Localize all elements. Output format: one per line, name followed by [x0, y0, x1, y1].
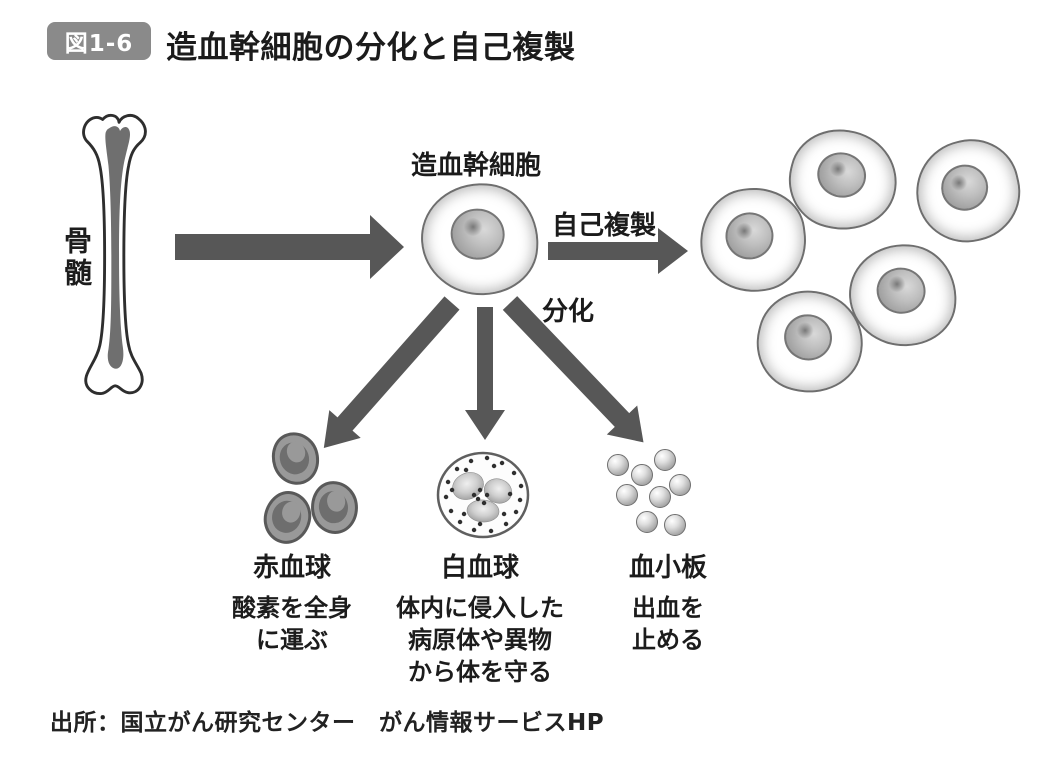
- self-replication-label: 自己複製: [552, 211, 657, 241]
- cell-type-name: 血小板: [628, 553, 707, 583]
- differentiation-arrow-middle: [465, 307, 505, 440]
- red-blood-cell-caption: 赤血球 酸素を全身 に運ぶ: [222, 547, 362, 656]
- cell-nucleus: [812, 147, 871, 203]
- cell-type-description-line: 体内に侵入した: [396, 594, 564, 622]
- wbc-nucleus-lobe: [466, 499, 500, 523]
- cell-nucleus: [873, 264, 929, 317]
- red-blood-cell-illustration: [264, 426, 327, 491]
- cell-type-description-line: 病原体や異物: [408, 626, 552, 654]
- figure-number-badge: 図1-6: [47, 22, 151, 60]
- cell-type-description-line: 出血を: [632, 594, 704, 622]
- platelet-illustration: [631, 464, 653, 486]
- platelet-caption: 血小板 出血を 止める: [603, 547, 733, 656]
- wbc-granules: [443, 455, 524, 534]
- wbc-nucleus-lobe: [452, 472, 484, 500]
- platelet-illustration: [616, 484, 638, 506]
- differentiation-arrow-left: [323, 296, 460, 448]
- differentiation-label: 分化: [542, 297, 595, 327]
- daughter-cell-illustration: [905, 129, 1031, 253]
- red-blood-cell-illustration: [259, 486, 316, 549]
- bone-marrow-label: 骨髄: [60, 226, 93, 290]
- cell-type-description-line: から体を守る: [408, 658, 552, 686]
- platelet-illustration: [607, 454, 629, 476]
- source-attribution: 出所：国立がん研究センター がん情報サービスHP: [50, 710, 605, 736]
- stem-cell-label: 造血幹細胞: [411, 151, 542, 181]
- wbc-membrane: [436, 451, 530, 539]
- white-blood-cell-caption: 白血球 体内に侵入した 病原体や異物 から体を守る: [396, 547, 564, 688]
- bone-to-stem-arrow: [175, 215, 404, 279]
- figure-title: 造血幹細胞の分化と自己複製: [166, 30, 576, 66]
- cell-nucleus: [936, 159, 993, 215]
- cell-type-description-line: に運ぶ: [256, 626, 328, 654]
- bone-illustration: [82, 113, 147, 395]
- red-blood-cell-illustration: [307, 477, 362, 538]
- platelet-illustration: [669, 474, 691, 496]
- platelet-illustration: [654, 449, 676, 471]
- cell-type-description-line: 止める: [632, 626, 704, 654]
- platelet-illustration: [664, 514, 686, 536]
- cell-type-name: 赤血球: [252, 553, 331, 583]
- cell-nucleus: [723, 209, 777, 263]
- cell-nucleus: [779, 308, 838, 366]
- white-blood-cell-illustration: [436, 451, 530, 539]
- platelet-illustration: [649, 486, 671, 508]
- stem-cell-illustration: [413, 175, 547, 303]
- platelet-illustration: [636, 511, 658, 533]
- bone-marrow-fill: [105, 126, 130, 369]
- cell-type-description-line: 酸素を全身: [232, 594, 352, 622]
- cell-type-name: 白血球: [440, 553, 519, 583]
- cell-nucleus: [447, 204, 508, 263]
